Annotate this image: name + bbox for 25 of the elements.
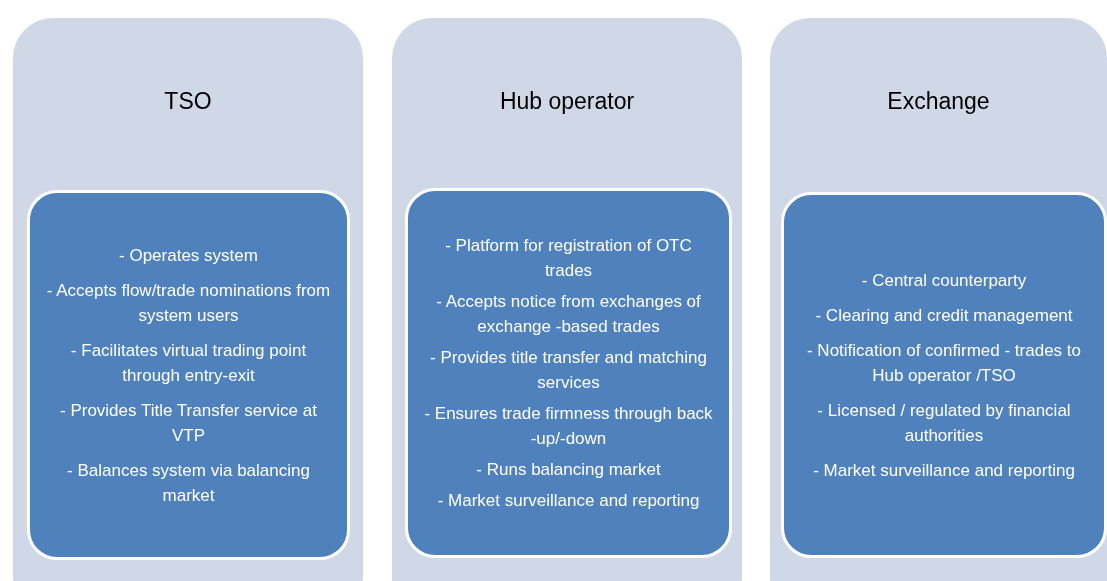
- duty-text: - Market surveillance and reporting: [437, 490, 700, 512]
- duty-text: - Accepts notice from exchanges of exchange -based trades: [435, 291, 702, 338]
- column-panel: [13, 18, 363, 581]
- duty-text: - Accepts flow/trade nominations from system users: [45, 279, 332, 327]
- column-heading: TSO: [163, 87, 213, 116]
- duty-text: - Clearing and credit management: [815, 304, 1073, 327]
- role-box: [405, 188, 732, 558]
- duty-text: - Facilitates virtual trading point through entry-exit: [69, 339, 308, 387]
- duty-text: - Central counterparty: [861, 269, 1027, 292]
- duty-text: - Provides title transfer and matching services: [429, 347, 708, 394]
- column-panel: [392, 18, 742, 581]
- duty-text: - Operates system: [119, 244, 258, 267]
- role-box: [27, 190, 350, 560]
- duty-text: - Runs balancing market: [476, 459, 661, 481]
- duty-text: - Market surveillance and reporting: [813, 459, 1075, 482]
- column-heading: Exchange: [886, 87, 991, 116]
- column-heading: Hub operator: [498, 87, 636, 116]
- duty-text: - Balances system via balancing market: [66, 459, 311, 507]
- duty-text: - Ensures trade firmness through back -up/-down: [423, 403, 714, 450]
- duty-text: - Platform for registration of OTC trades: [444, 235, 693, 282]
- duty-text: - Licensed / regulated by financial authorities: [816, 399, 1072, 447]
- duty-text: - Provides Title Transfer service at VTP: [59, 399, 318, 447]
- role-box: [781, 192, 1107, 558]
- duty-text: - Notification of confirmed - trades to Hub operator /TSO: [806, 339, 1082, 387]
- column-panel: [770, 18, 1107, 581]
